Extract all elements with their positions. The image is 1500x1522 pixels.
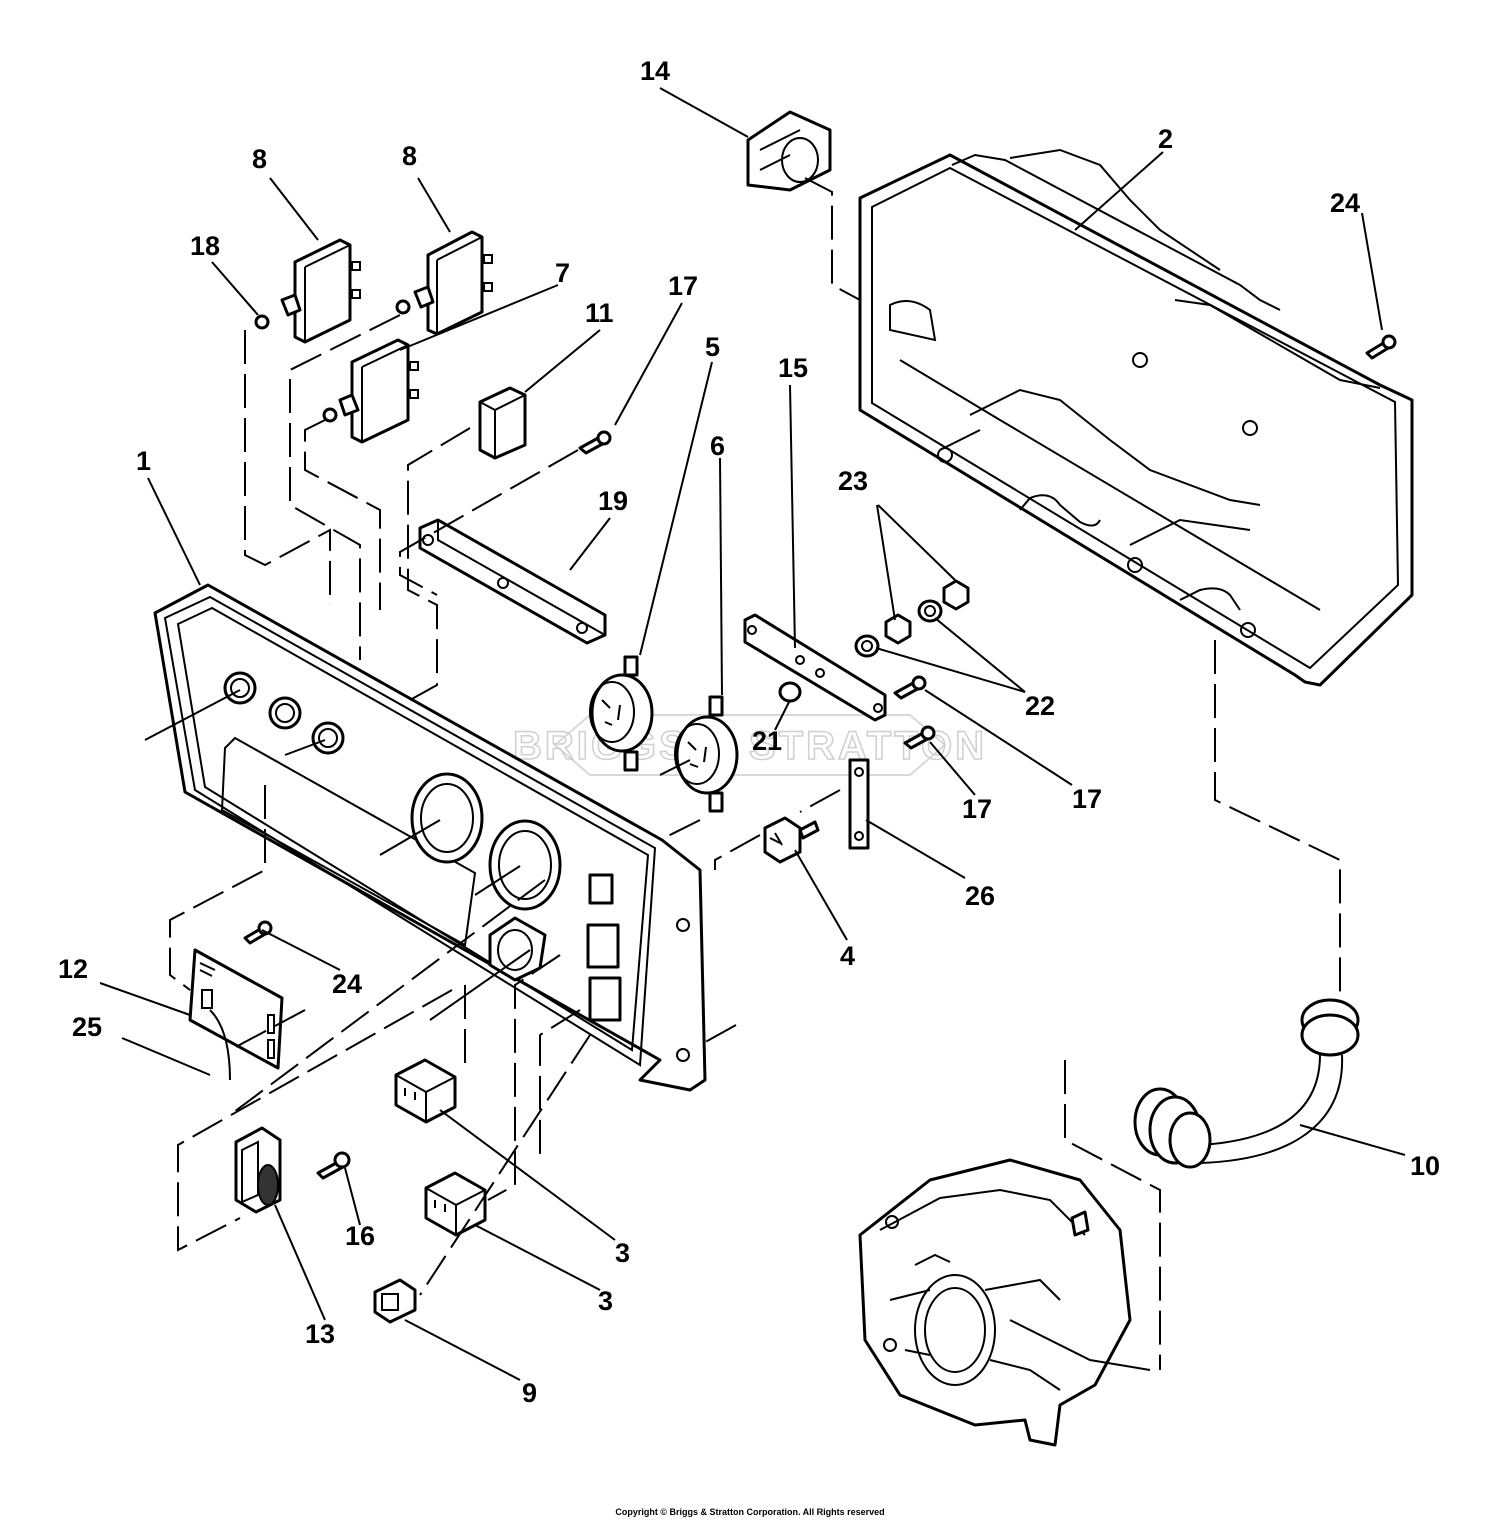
callout-4: 4 <box>840 941 855 971</box>
part-8-breaker-right <box>395 230 493 336</box>
part-5-outlet <box>589 655 654 772</box>
part-8-breaker-left <box>254 238 361 344</box>
part-11-block <box>478 386 527 460</box>
part-15-terminal-strip <box>743 613 887 722</box>
callout-10: 10 <box>1410 1151 1440 1181</box>
part-7-breaker <box>322 338 419 444</box>
callout-19: 19 <box>598 486 628 516</box>
part-24-screw-top <box>1365 334 1397 360</box>
callout-22: 22 <box>1025 691 1055 721</box>
callout-24: 24 <box>332 969 362 999</box>
callout-labels: 14 2 24 8 8 18 7 17 11 5 15 6 1 19 23 22… <box>58 56 1440 1408</box>
part-10-cable <box>1133 998 1360 1169</box>
engine-adapter <box>858 1158 1132 1447</box>
callout-17: 17 <box>1072 784 1102 814</box>
callout-17: 17 <box>668 271 698 301</box>
part-26-plate <box>848 758 870 850</box>
callout-25: 25 <box>72 1012 102 1042</box>
part-6-outlet <box>674 695 739 813</box>
part-21-screw <box>778 681 802 703</box>
callout-8: 8 <box>252 144 267 174</box>
part-22-23-hardware <box>854 579 970 658</box>
callout-24: 24 <box>1330 188 1360 218</box>
watermark-text: BRIGGS & STRATTON <box>513 724 987 768</box>
part-3-outlet-upper <box>394 1058 457 1124</box>
callout-11: 11 <box>585 298 614 328</box>
callout-18: 18 <box>190 231 220 261</box>
copyright-notice: Copyright © Briggs & Stratton Corporatio… <box>615 1507 885 1517</box>
leader-lines <box>99 87 1406 1381</box>
part-3-outlet-lower <box>424 1171 487 1237</box>
callout-7: 7 <box>555 258 570 288</box>
callout-13: 13 <box>305 1319 335 1349</box>
callout-14: 14 <box>640 56 670 86</box>
part-17-screws <box>578 430 936 750</box>
callout-9: 9 <box>522 1378 537 1408</box>
callout-16: 16 <box>345 1221 375 1251</box>
watermark-logo: BRIGGS & STRATTON <box>512 714 987 776</box>
callout-2: 2 <box>1158 124 1173 154</box>
callout-1: 1 <box>136 446 151 476</box>
callout-21: 21 <box>752 726 782 756</box>
part-13-switch <box>234 1126 282 1214</box>
callout-12: 12 <box>58 954 88 984</box>
callout-3: 3 <box>615 1238 630 1268</box>
part-2-housing <box>858 148 1414 687</box>
part-1-control-panel <box>153 583 707 1092</box>
part-14-grommet <box>746 110 832 192</box>
callout-17: 17 <box>962 794 992 824</box>
assembly-lines <box>169 177 1341 1370</box>
callout-23: 23 <box>838 466 868 496</box>
callout-15: 15 <box>778 353 808 383</box>
part-19-bracket <box>418 518 607 645</box>
callout-5: 5 <box>705 332 720 362</box>
part-4-switch <box>763 816 820 864</box>
callout-6: 6 <box>710 431 725 461</box>
callout-8: 8 <box>402 141 417 171</box>
part-12-circuit-board <box>188 948 284 1081</box>
part-16-screw <box>316 1151 351 1180</box>
callout-3: 3 <box>598 1286 613 1316</box>
part-9-rocker-switch <box>373 1278 417 1324</box>
callout-26: 26 <box>965 881 995 911</box>
